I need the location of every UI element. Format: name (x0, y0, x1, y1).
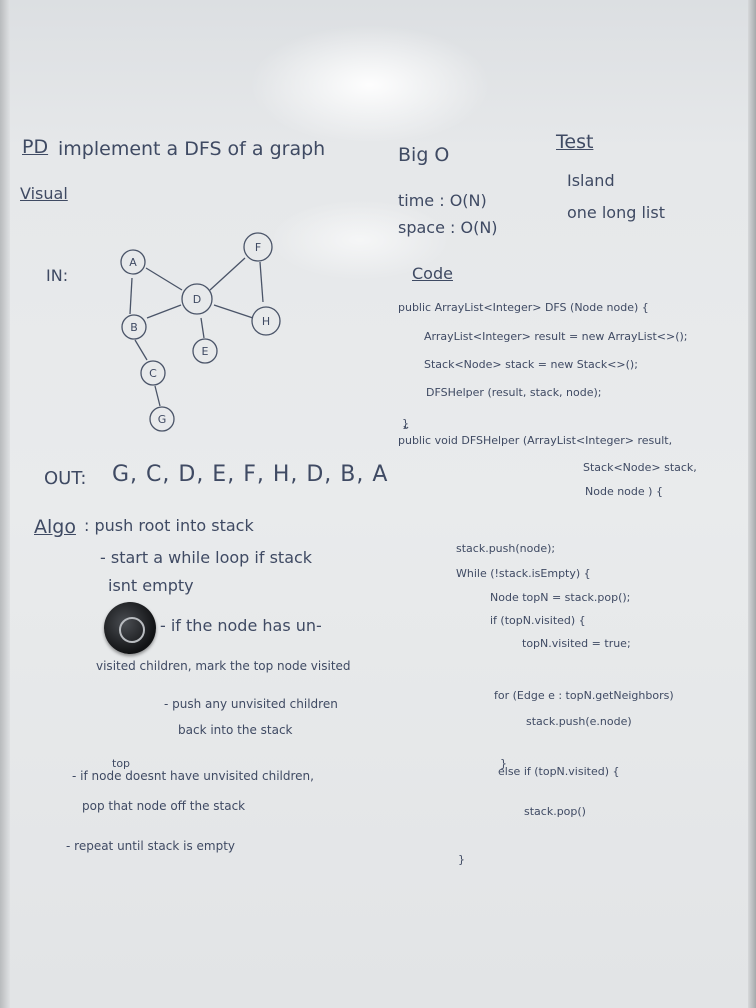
graph-node-label: D (193, 293, 201, 306)
graph-node-label: F (255, 241, 261, 254)
graph-node-label: G (158, 413, 167, 426)
edge-b-c (134, 339, 148, 361)
code-line: } (500, 757, 507, 770)
code-line: Stack<Node> stack = new Stack<>(); (424, 358, 638, 371)
algo-step: - start a while loop if stack (100, 548, 313, 567)
problem-title: implement a DFS of a graph (58, 138, 326, 160)
algo-step: - repeat until stack is empty (66, 839, 236, 853)
edge-a-b (129, 277, 133, 315)
algo-step: back into the stack (178, 723, 293, 737)
graph-node-c (140, 360, 166, 386)
code-line: ArrayList<Integer> result = new ArrayLis… (424, 330, 688, 343)
graph-node-e (192, 338, 218, 364)
graph-node-g (149, 406, 175, 432)
edge-d-e (200, 317, 205, 339)
graph-node-b (121, 314, 147, 340)
algo-step: visited children, mark the top node visi… (96, 659, 351, 673)
algo-label: Algo (34, 516, 76, 538)
space-complexity: space : O(N) (398, 218, 498, 237)
edge-b-d (146, 304, 182, 319)
code-line: topN.visited = true; (522, 637, 631, 650)
big-o-heading: Big O (398, 144, 450, 166)
graph-node-label: H (262, 315, 270, 328)
edge-c-g (154, 385, 161, 407)
algo-step: pop that node off the stack (82, 799, 246, 813)
graph-node-h (251, 306, 281, 336)
graph-node-label: B (130, 321, 138, 334)
input-label: IN: (46, 266, 69, 285)
graph-node-label: E (202, 345, 209, 358)
code-line: for (Edge e : topN.getNeighbors) (494, 689, 674, 702)
algo-step: - push any unvisited children (164, 697, 338, 711)
code-line: } (402, 417, 409, 430)
graph-node-label: C (149, 367, 157, 380)
edge-d-h (213, 304, 254, 319)
code-line: DFSHelper (result, stack, node); (426, 386, 602, 399)
graph-node-label: A (129, 256, 137, 269)
output-sequence: G, C, D, E, F, H, D, B, A (112, 462, 389, 487)
test-item: one long list (567, 203, 665, 222)
pd-label: PD (22, 136, 49, 158)
code-line: if (topN.visited) { (490, 614, 586, 627)
code-line: Node topN = stack.pop(); (490, 591, 631, 604)
edge-f-h (259, 261, 264, 303)
edge-a-d (145, 267, 183, 291)
test-item: Island (567, 171, 615, 190)
algo-step: top (112, 757, 131, 770)
time-complexity: time : O(N) (398, 191, 487, 210)
graph-node-f (243, 232, 273, 262)
algo-step: : push root into stack (84, 516, 254, 535)
code-line: else if (topN.visited) { (498, 765, 620, 778)
test-heading: Test (556, 131, 594, 153)
code-line: Node node ) { (585, 485, 663, 498)
code-line: public ArrayList<Integer> DFS (Node node… (398, 301, 649, 314)
graph-node-d (181, 283, 213, 315)
code-line: While (!stack.isEmpty) { (456, 567, 591, 580)
round-magnet (104, 602, 156, 654)
code-line: Stack<Node> stack, (583, 461, 697, 474)
algo-step: - if node doesnt have unvisited children… (72, 769, 314, 783)
code-line: stack.push(e.node) (526, 715, 632, 728)
visual-label: Visual (20, 184, 68, 203)
output-label: OUT: (44, 468, 87, 489)
code-closing-scribble (403, 425, 409, 429)
algo-step: isnt empty (108, 576, 194, 595)
code-line: } (458, 853, 465, 866)
code-line: public void DFSHelper (ArrayList<Integer… (398, 434, 673, 447)
graph-node-a (120, 249, 146, 275)
code-line: stack.pop() (524, 805, 586, 818)
edge-d-f (209, 257, 246, 291)
algo-step: - if the node has un- (160, 616, 322, 635)
code-heading: Code (412, 264, 453, 283)
code-line: stack.push(node); (456, 542, 556, 555)
